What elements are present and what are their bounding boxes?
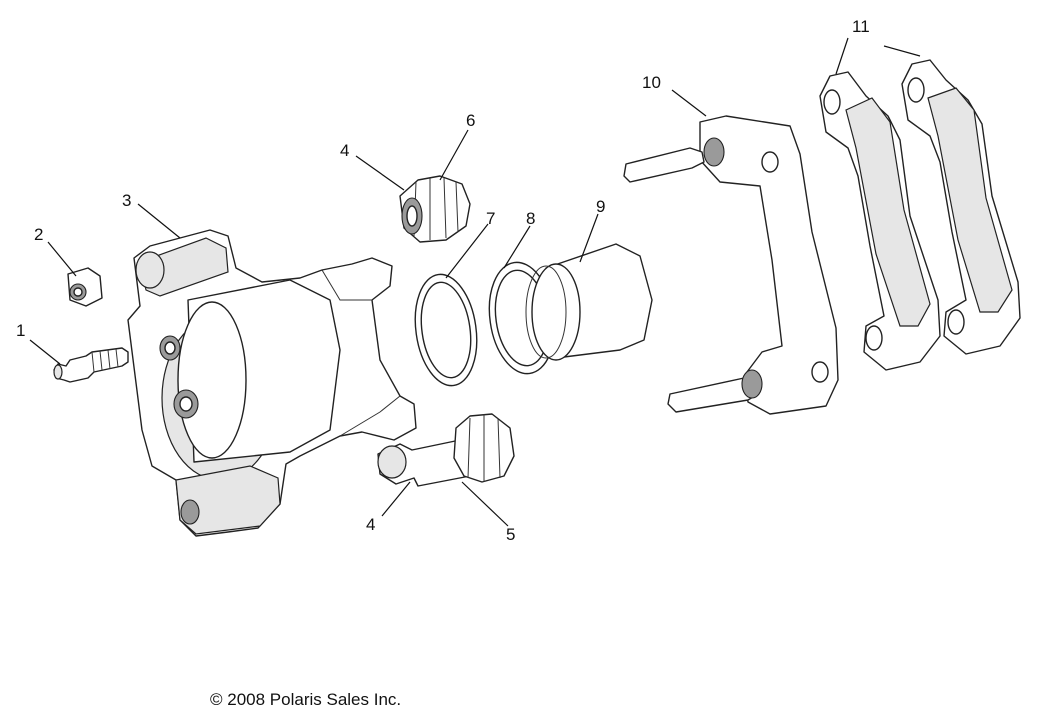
part-lower-boot: [453, 413, 515, 483]
callout-11: 11: [852, 17, 870, 36]
part-cap: [67, 267, 103, 307]
callout-5: 5: [506, 525, 515, 544]
callout-8: 8: [526, 209, 535, 228]
part-brake-pad-front: [819, 71, 941, 371]
callout-9: 9: [596, 197, 605, 216]
part-piston: [525, 243, 653, 361]
part-upper-boot: [399, 175, 471, 243]
callout-1: 1: [16, 321, 25, 340]
part-mounting-bracket: [623, 115, 839, 415]
callout-10: 10: [642, 73, 661, 92]
callout-labels: 1 2 3 4 6 7 8 9 10 11 4 5: [16, 17, 870, 544]
callout-6: 6: [466, 111, 475, 130]
callout-2: 2: [34, 225, 43, 244]
part-brake-pad-rear: [901, 59, 1021, 355]
part-bleeder-screw: [53, 347, 129, 383]
copyright-notice: © 2008 Polaris Sales Inc.: [210, 690, 402, 709]
callout-4-lower: 4: [366, 515, 375, 534]
part-lower-pin: [377, 439, 471, 487]
part-seal-ring: [414, 273, 478, 387]
part-caliper-body: [127, 229, 417, 537]
callout-4-upper: 4: [340, 141, 349, 160]
leader-lines: [29, 37, 921, 527]
callout-7: 7: [486, 209, 495, 228]
callout-3: 3: [122, 191, 131, 210]
